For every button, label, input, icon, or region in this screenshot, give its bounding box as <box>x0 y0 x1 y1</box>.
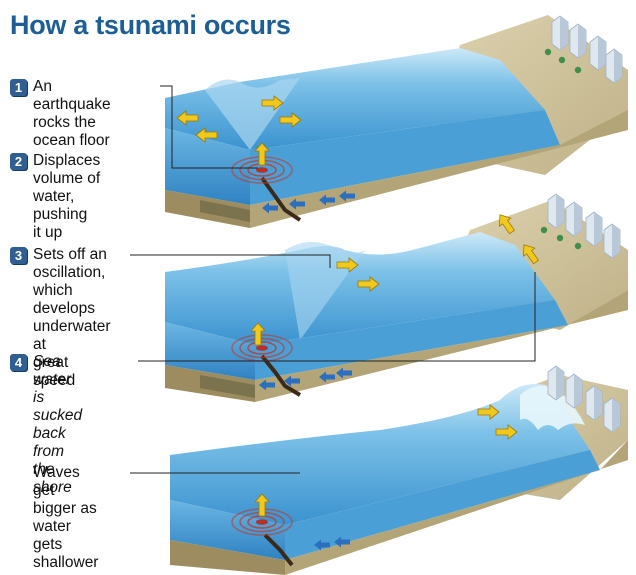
step-number-badge: 1 <box>10 79 27 96</box>
leader-step-4 <box>138 272 536 362</box>
step-number-badge: 2 <box>10 153 27 170</box>
panel-3-waves-grow <box>170 365 628 575</box>
final-caption-text: Waves get bigger as water gets shallower <box>33 464 99 571</box>
leader-step-3 <box>130 254 331 268</box>
panel-2-oscillation <box>165 193 628 402</box>
step-text: Sea water is sucked back from the shore <box>33 353 83 496</box>
step-text: Sets off an oscillation, which develops … <box>33 246 111 389</box>
diagram-title: How a tsunami occurs <box>10 10 291 40</box>
leader-lines <box>130 85 536 474</box>
leader-step-1 <box>160 85 258 169</box>
step-text: Displaces volume of water, pushing it up <box>33 152 101 241</box>
step-number-badge: 3 <box>10 247 27 264</box>
step-number-badge: 4 <box>10 354 27 371</box>
step-text: An earthquake rocks the ocean floor <box>33 78 111 149</box>
panel-1-earthquake <box>165 15 628 228</box>
